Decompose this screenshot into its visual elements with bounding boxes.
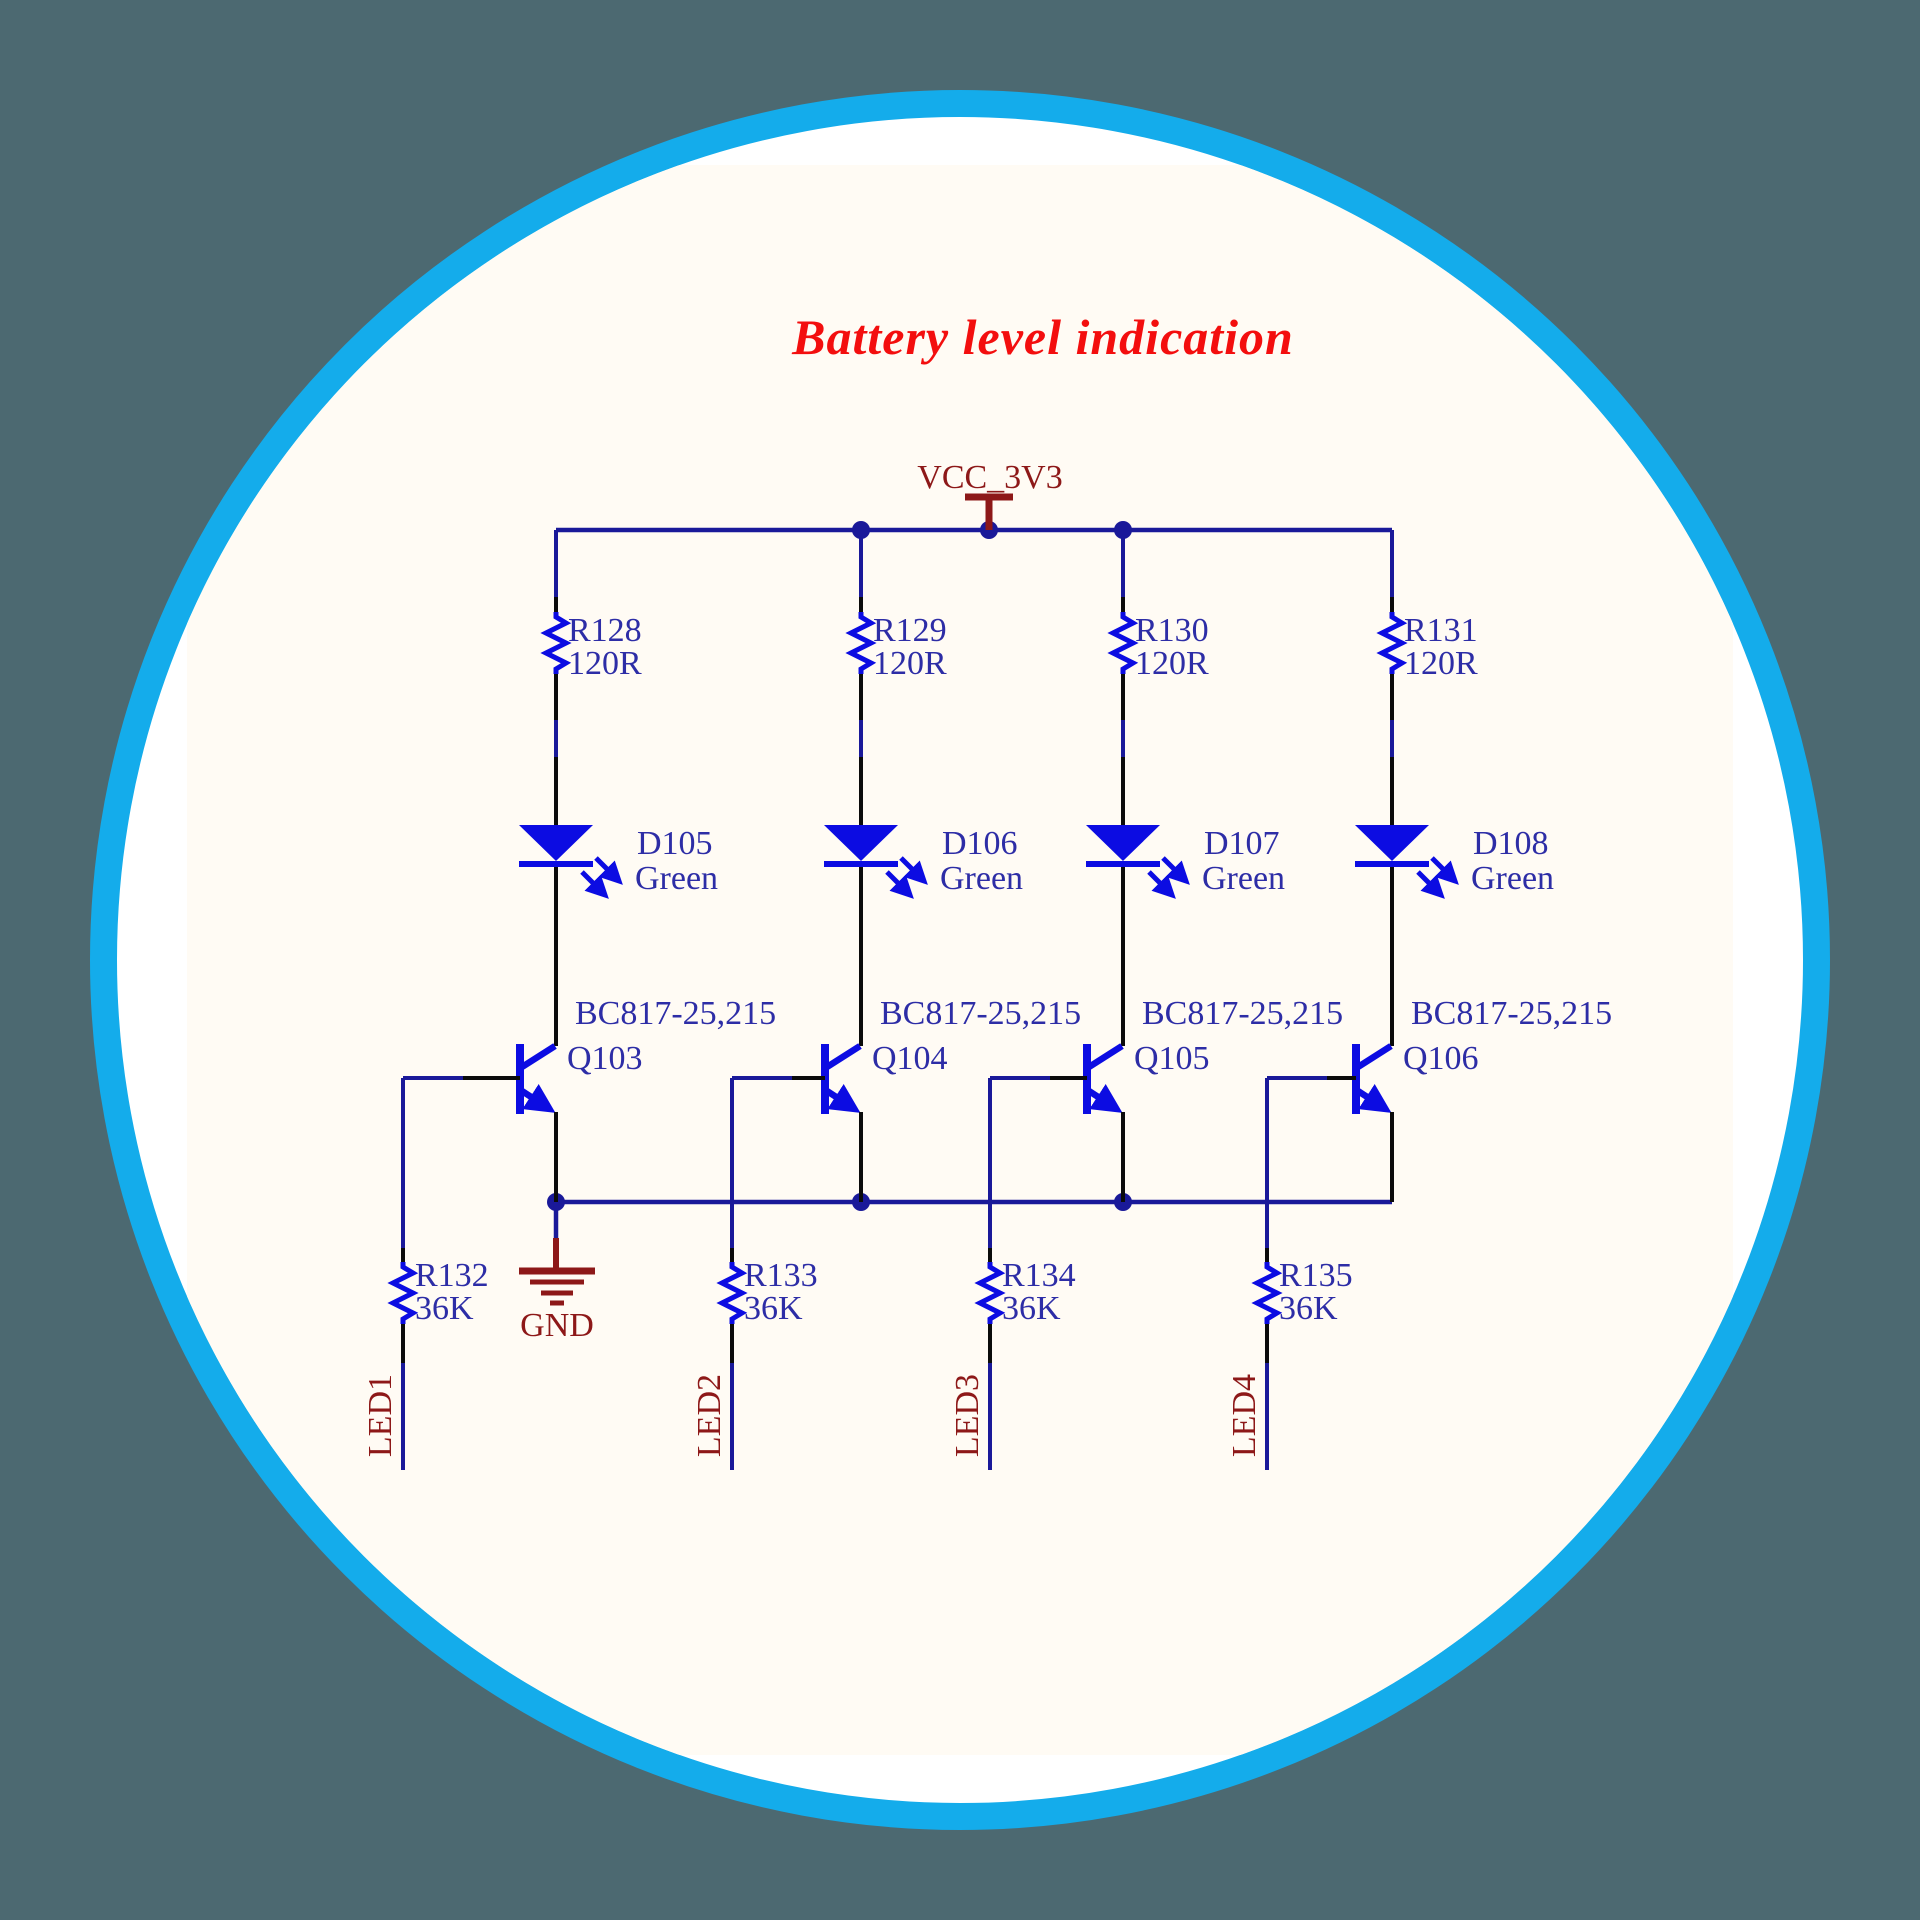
led-emission-arrow: [594, 856, 623, 885]
resistor-symbol: [387, 1262, 419, 1324]
led-emission-arrow: [885, 870, 914, 899]
led-ref-label: D108: [1473, 825, 1549, 862]
resistor-symbol: [1251, 1262, 1283, 1324]
transistor-ref-label: Q106: [1403, 1040, 1479, 1077]
power-net-label: VCC_3V3: [917, 459, 1063, 496]
resistor-ref-label: R134: [1002, 1257, 1076, 1294]
ground-net-label: GND: [520, 1307, 594, 1344]
led-emission-arrow: [1430, 856, 1459, 885]
transistor-ref-label: Q104: [872, 1040, 948, 1077]
led-emission-arrow: [899, 856, 928, 885]
transistor-ref-label: Q105: [1134, 1040, 1210, 1077]
resistor-value-label: 36K: [744, 1290, 803, 1327]
resistor-ref-label: R130: [1135, 612, 1209, 649]
npn-transistor-symbol: [825, 1043, 862, 1070]
resistor-value-label: 120R: [873, 645, 947, 682]
led-ref-label: D107: [1204, 825, 1280, 862]
led-ref-label: D106: [942, 825, 1018, 862]
resistor-ref-label: R132: [415, 1257, 489, 1294]
led-symbol: [519, 825, 593, 861]
resistor-symbol: [540, 612, 572, 674]
schematic-paper: [187, 165, 1733, 1755]
resistor-ref-label: R133: [744, 1257, 818, 1294]
led-ref-label: D105: [637, 825, 713, 862]
npn-transistor-symbol: [1356, 1043, 1393, 1070]
resistor-value-label: 36K: [1002, 1290, 1061, 1327]
circular-frame: [90, 90, 1830, 1830]
led-color-label: Green: [1202, 860, 1286, 897]
resistor-ref-label: R129: [873, 612, 947, 649]
resistor-value-label: 120R: [568, 645, 642, 682]
port-label: LED4: [1226, 1374, 1263, 1458]
resistor-value-label: 36K: [415, 1290, 474, 1327]
port-label: LED3: [949, 1374, 986, 1458]
led-symbol: [824, 825, 898, 861]
resistor-ref-label: R135: [1279, 1257, 1353, 1294]
resistor-ref-label: R131: [1404, 612, 1478, 649]
resistor-symbol: [845, 612, 877, 674]
resistor-value-label: 120R: [1135, 645, 1209, 682]
npn-transistor-symbol: [1356, 1084, 1392, 1113]
resistor-symbol: [1376, 612, 1408, 674]
led-color-label: Green: [940, 860, 1024, 897]
transistor-part-label: BC817-25,215: [1411, 995, 1613, 1032]
resistor-symbol: [716, 1262, 748, 1324]
resistor-symbol: [974, 1262, 1006, 1324]
led-symbol: [1086, 825, 1160, 861]
resistor-value-label: 120R: [1404, 645, 1478, 682]
led-symbol: [1355, 825, 1429, 861]
resistor-ref-label: R128: [568, 612, 642, 649]
led-color-label: Green: [1471, 860, 1555, 897]
resistor-value-label: 36K: [1279, 1290, 1338, 1327]
transistor-part-label: BC817-25,215: [880, 995, 1082, 1032]
port-label: LED1: [362, 1374, 399, 1458]
led-emission-arrow: [1416, 870, 1445, 899]
led-color-label: Green: [635, 860, 719, 897]
transistor-part-label: BC817-25,215: [575, 995, 777, 1032]
npn-transistor-symbol: [1087, 1043, 1124, 1070]
transistor-part-label: BC817-25,215: [1142, 995, 1344, 1032]
led-emission-arrow: [1147, 870, 1176, 899]
npn-transistor-symbol: [825, 1084, 861, 1113]
led-emission-arrow: [1161, 856, 1190, 885]
npn-transistor-symbol: [1087, 1084, 1123, 1113]
transistor-ref-label: Q103: [567, 1040, 643, 1077]
resistor-symbol: [1107, 612, 1139, 674]
port-label: LED2: [691, 1374, 728, 1458]
schematic-title: Battery level indication: [792, 309, 1294, 365]
led-emission-arrow: [580, 870, 609, 899]
npn-transistor-symbol: [520, 1043, 557, 1070]
npn-transistor-symbol: [520, 1084, 556, 1113]
